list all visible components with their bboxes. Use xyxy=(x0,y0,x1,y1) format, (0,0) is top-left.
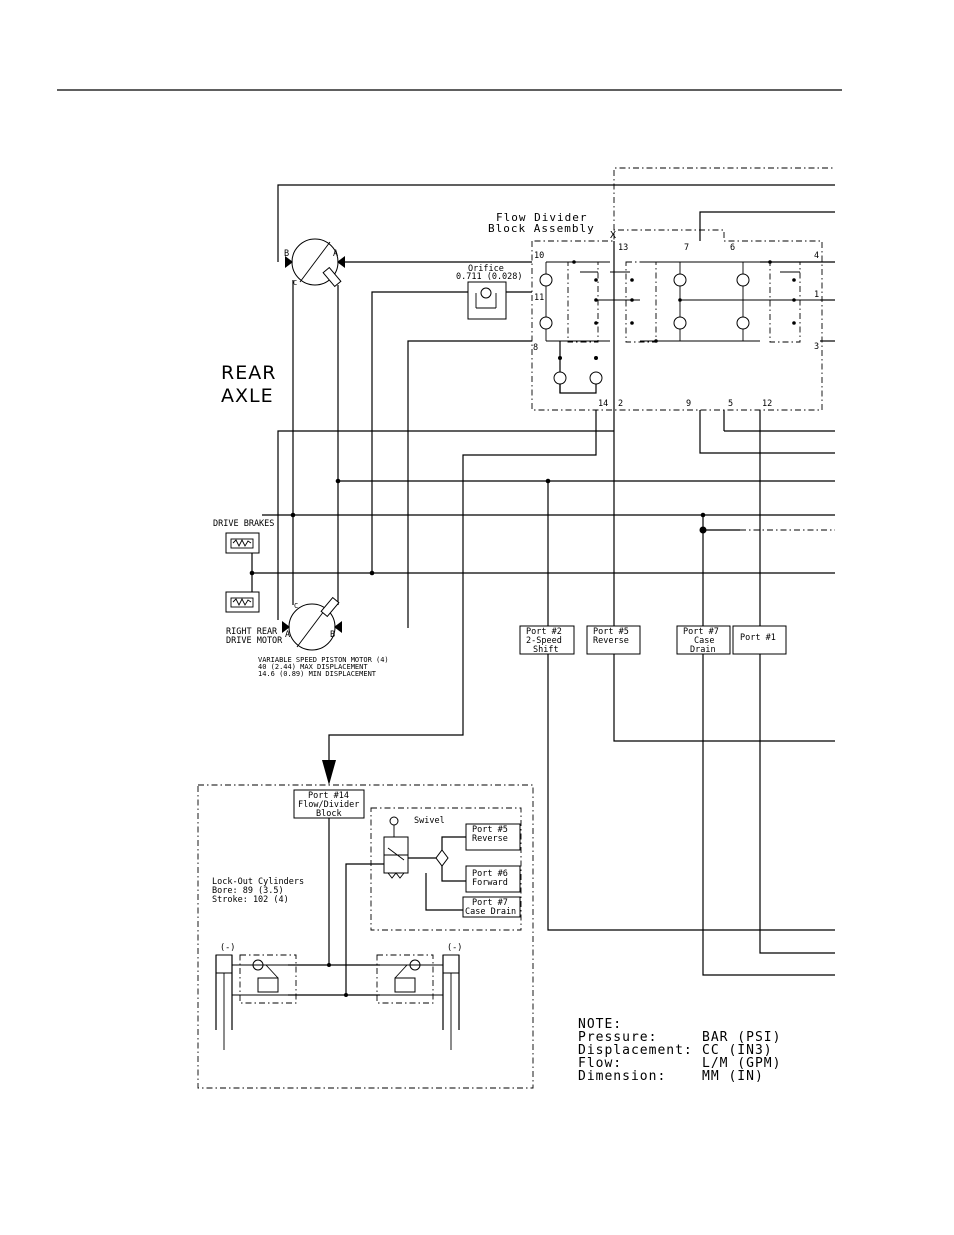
right-motor-port-b: B xyxy=(330,630,335,640)
note-row-1-value: BAR (PSI) xyxy=(702,1030,781,1045)
drive-brake-bottom xyxy=(225,591,260,613)
port-1-box xyxy=(732,625,787,655)
rear-axle-label-1: REAR xyxy=(221,362,276,384)
svg-text:5: 5 xyxy=(728,399,733,409)
note-row-1-label: Pressure: xyxy=(578,1030,657,1045)
orifice-symbol xyxy=(467,281,507,320)
port-1-label-1: Port #1 xyxy=(740,633,776,643)
orifice-label-1: Orifice xyxy=(468,264,504,274)
flow-divider-port-numbers: 10 13 7 6 4 11 1 8 3 14 2 9 5 12 xyxy=(533,243,819,409)
port-14-box xyxy=(293,789,365,819)
port-2-label-2: 2-Speed xyxy=(526,636,562,646)
port-14-label-3: Block xyxy=(316,809,342,819)
port-5-box xyxy=(586,625,641,655)
port-7-box xyxy=(676,625,731,655)
hydraulic-lines xyxy=(251,167,835,976)
junction-dots xyxy=(249,356,707,997)
port-14-label-2: Flow/Divider xyxy=(298,800,359,810)
motor-spec-1: VARIABLE SPEED PISTON MOTOR (4) xyxy=(258,656,389,664)
port-2-label-1: Port #2 xyxy=(526,627,562,637)
svg-text:3: 3 xyxy=(814,342,819,352)
svg-text:14: 14 xyxy=(598,399,608,409)
port-14-label-1: Port #14 xyxy=(308,791,349,801)
lockout-cyl-label-1: Lock-Out Cylinders xyxy=(212,877,304,887)
right-rear-motor xyxy=(282,596,342,651)
port-7-label-3: Drain xyxy=(690,645,716,655)
svg-text:12: 12 xyxy=(762,399,772,409)
drive-brakes-label: DRIVE BRAKES xyxy=(213,519,274,529)
flow-divider-title-1: Flow Divider xyxy=(496,211,587,224)
svg-text:13: 13 xyxy=(618,243,628,253)
note-title: NOTE: xyxy=(578,1017,622,1032)
note-row-3-value: L/M (GPM) xyxy=(702,1056,781,1071)
motor-spec-2: 40 (2.44) MAX DISPLACEMENT xyxy=(258,663,368,671)
swivel-port-6-1: Port #6 xyxy=(472,869,508,879)
port-7-label-2: Case xyxy=(694,636,714,646)
right-rear-motor-label-2: DRIVE MOTOR xyxy=(226,636,283,646)
note-row-3-label: Flow: xyxy=(578,1056,622,1071)
right-motor-port-a: A xyxy=(285,630,290,640)
right-rear-motor-label-1: RIGHT REAR xyxy=(226,627,278,637)
swivel-group xyxy=(345,807,522,995)
left-motor-port-a: A xyxy=(333,249,338,259)
svg-text:10: 10 xyxy=(534,251,544,261)
swivel-port-5-1: Port #5 xyxy=(472,825,508,835)
note-row-4-label: Dimension: xyxy=(578,1069,666,1084)
drive-brake-top xyxy=(225,532,260,554)
lockout-boundary xyxy=(197,760,534,1089)
right-motor-port-c: C xyxy=(294,602,298,610)
port-2-box xyxy=(519,625,575,655)
svg-text:2: 2 xyxy=(618,399,623,409)
port-2-label-3: Shift xyxy=(533,645,559,655)
svg-text:7: 7 xyxy=(684,243,689,253)
swivel-label: Swivel xyxy=(414,816,445,826)
svg-text:9: 9 xyxy=(686,399,691,409)
svg-text:6: 6 xyxy=(730,243,735,253)
swivel-port-6-2: Forward xyxy=(472,878,508,888)
motor-spec-3: 14.6 (0.89) MIN DISPLACEMENT xyxy=(258,670,377,678)
svg-text:1: 1 xyxy=(814,290,819,300)
lockout-cyl-label-3: Stroke: 102 (4) xyxy=(212,895,289,905)
swivel-port-7-2: Case Drain xyxy=(465,907,516,917)
note-row-4-value: MM (IN) xyxy=(702,1069,764,1084)
svg-text:(-): (-) xyxy=(220,943,235,953)
lockout-cylinders: (-) (-) xyxy=(215,818,462,1050)
left-rear-motor xyxy=(285,238,345,288)
orifice-label-2: 0.711 (0.028) xyxy=(456,272,523,282)
rear-axle-label-2: AXLE xyxy=(221,385,274,407)
flow-divider-block: X xyxy=(531,229,823,411)
swivel-port-7-1: Port #7 xyxy=(472,898,508,908)
port-5-label-2: Reverse xyxy=(593,636,629,646)
note-row-2-value: CC (IN3) xyxy=(702,1043,773,1058)
svg-text:8: 8 xyxy=(533,343,538,353)
svg-text:X: X xyxy=(610,230,616,241)
swivel-port-5-2: Reverse xyxy=(472,834,508,844)
left-motor-port-c: C xyxy=(293,279,297,287)
port-7-label-1: Port #7 xyxy=(683,627,719,637)
note-row-2-label: Displacement: xyxy=(578,1043,693,1058)
svg-text:(-): (-) xyxy=(447,943,462,953)
svg-text:4: 4 xyxy=(814,251,819,261)
port-5-label-1: Port #5 xyxy=(593,627,629,637)
svg-text:11: 11 xyxy=(534,293,544,303)
left-motor-port-b: B xyxy=(284,249,289,259)
flow-divider-title-2: Block Assembly xyxy=(488,222,595,235)
lockout-cyl-label-2: Bore: 89 (3.5) xyxy=(212,886,284,896)
